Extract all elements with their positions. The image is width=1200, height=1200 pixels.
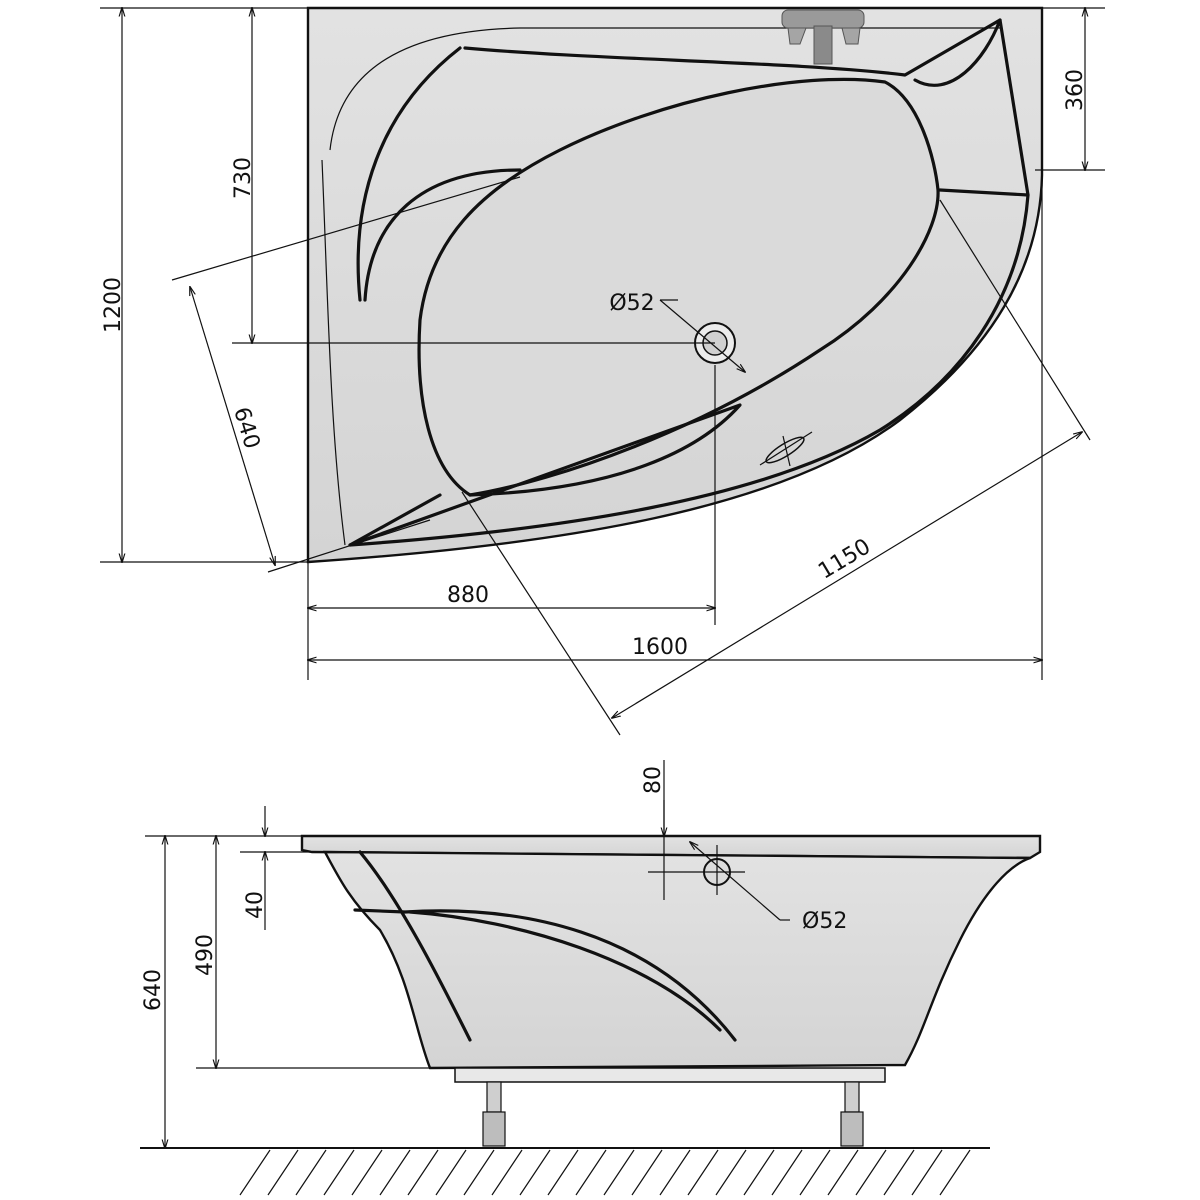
dim-drain-offset-x: 880 [447, 583, 489, 608]
dim-rim-thickness: 40 [243, 891, 268, 919]
dim-drain-offset-y: 730 [231, 157, 256, 199]
hatch-line [855, 1149, 887, 1196]
body-curve-3 [408, 910, 722, 1032]
hatch-line [547, 1149, 579, 1196]
dim-overflow-offset: 80 [641, 766, 666, 794]
hatch-line [575, 1149, 607, 1196]
hatch-line [659, 1149, 691, 1196]
hatch-line [267, 1149, 299, 1196]
hatch-line [743, 1149, 775, 1196]
hatch-line [827, 1149, 859, 1196]
leg-right [840, 1081, 864, 1147]
hatch-line [603, 1149, 635, 1196]
leg-left [482, 1081, 506, 1147]
hatch-line [351, 1149, 383, 1196]
basin-bottom [417, 77, 940, 497]
rim-inner-line [321, 159, 346, 546]
hatch-line [799, 1149, 831, 1196]
base-plate [454, 1067, 886, 1083]
headrest-curve [363, 168, 522, 302]
tap-icon [781, 9, 865, 65]
hatch-line [519, 1149, 551, 1196]
dim-width-total: 1200 [101, 277, 126, 333]
hatch-line [379, 1149, 411, 1196]
hatch-line [463, 1149, 495, 1196]
top-view: 1200 730 360 640 1150 880 1600 Ø52 [100, 6, 1105, 736]
overflow-diameter-label: Ø52 [802, 909, 847, 934]
hatch-line [771, 1149, 803, 1196]
hatch-line [323, 1149, 355, 1196]
hatch-line [883, 1149, 915, 1196]
hatch-line [491, 1149, 523, 1196]
hatch-line [911, 1149, 943, 1196]
side-view: 80 40 490 640 Ø52 [140, 760, 1042, 1196]
hatch-line [295, 1149, 327, 1196]
body-curve-1 [358, 850, 472, 1042]
dim-length-total: 1600 [632, 635, 688, 660]
headrest-curve-outer [356, 46, 462, 302]
drain-diameter-label: Ø52 [609, 291, 654, 316]
dim-tap-offset: 360 [1063, 69, 1088, 111]
body-curve-2 [353, 908, 737, 1042]
dim-inner-depth: 490 [193, 934, 218, 976]
dimension-lines-top [100, 8, 1105, 736]
floor-hatching [239, 1149, 971, 1196]
hatch-line [407, 1149, 439, 1196]
hatch-line [435, 1149, 467, 1196]
dim-total-height: 640 [141, 969, 166, 1011]
dim-corner-depth: 640 [228, 404, 264, 451]
tub-body-side [322, 850, 1031, 1070]
hatch-line [239, 1149, 271, 1196]
hatch-line [939, 1149, 971, 1196]
overflow-icon [648, 845, 745, 895]
hatch-line [715, 1149, 747, 1196]
hatch-line [631, 1149, 663, 1196]
rim-back [329, 27, 1000, 151]
hatch-line [687, 1149, 719, 1196]
dimension-lines-side [145, 760, 790, 1148]
